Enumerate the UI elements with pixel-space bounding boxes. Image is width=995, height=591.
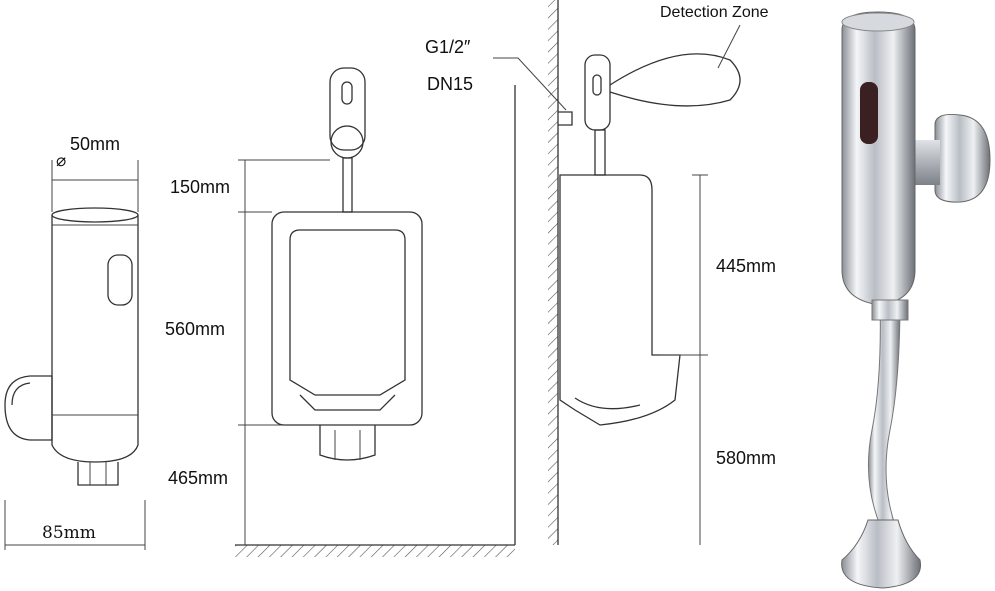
photo-sensor-window — [860, 82, 878, 144]
outlet-nut — [77, 462, 119, 486]
valve-base — [841, 519, 921, 589]
wall-bracket — [4, 375, 53, 441]
detection-zone-label: Detection Zone — [660, 4, 769, 21]
dim-580mm: 580mm — [716, 448, 776, 468]
side-sensor-valve — [584, 54, 611, 131]
urinal-trap — [319, 425, 376, 461]
dim-150mm: 150mm — [170, 177, 230, 197]
dim-445mm: 445mm — [716, 256, 776, 276]
diameter-symbol: ⌀ — [56, 151, 66, 171]
diameter-label: 50mm — [70, 134, 120, 154]
sensor-body — [51, 215, 139, 463]
sensor-window — [107, 254, 133, 306]
dim-560mm: 560mm — [165, 319, 225, 339]
sensor-side-drawing: ⌀ 50mm 85mm — [4, 134, 146, 550]
thread-label: G1/2″ — [425, 37, 471, 57]
urinal-body — [271, 211, 423, 426]
urinal-front-view: 150mm 560mm 465mm — [165, 67, 515, 557]
sensor-valve — [329, 67, 366, 151]
dim-465mm: 465mm — [168, 468, 228, 488]
valve-body — [841, 11, 916, 306]
pipe-size-label: DN15 — [427, 74, 473, 94]
flush-valve-photo — [841, 11, 991, 589]
urinal-side-view: 445mm 580mm G1/2″ DN15 Detection Zone — [425, 0, 776, 545]
width-label: 85mm — [42, 523, 96, 543]
detection-zone-loop — [609, 53, 741, 107]
side-urinal-body — [559, 174, 681, 426]
